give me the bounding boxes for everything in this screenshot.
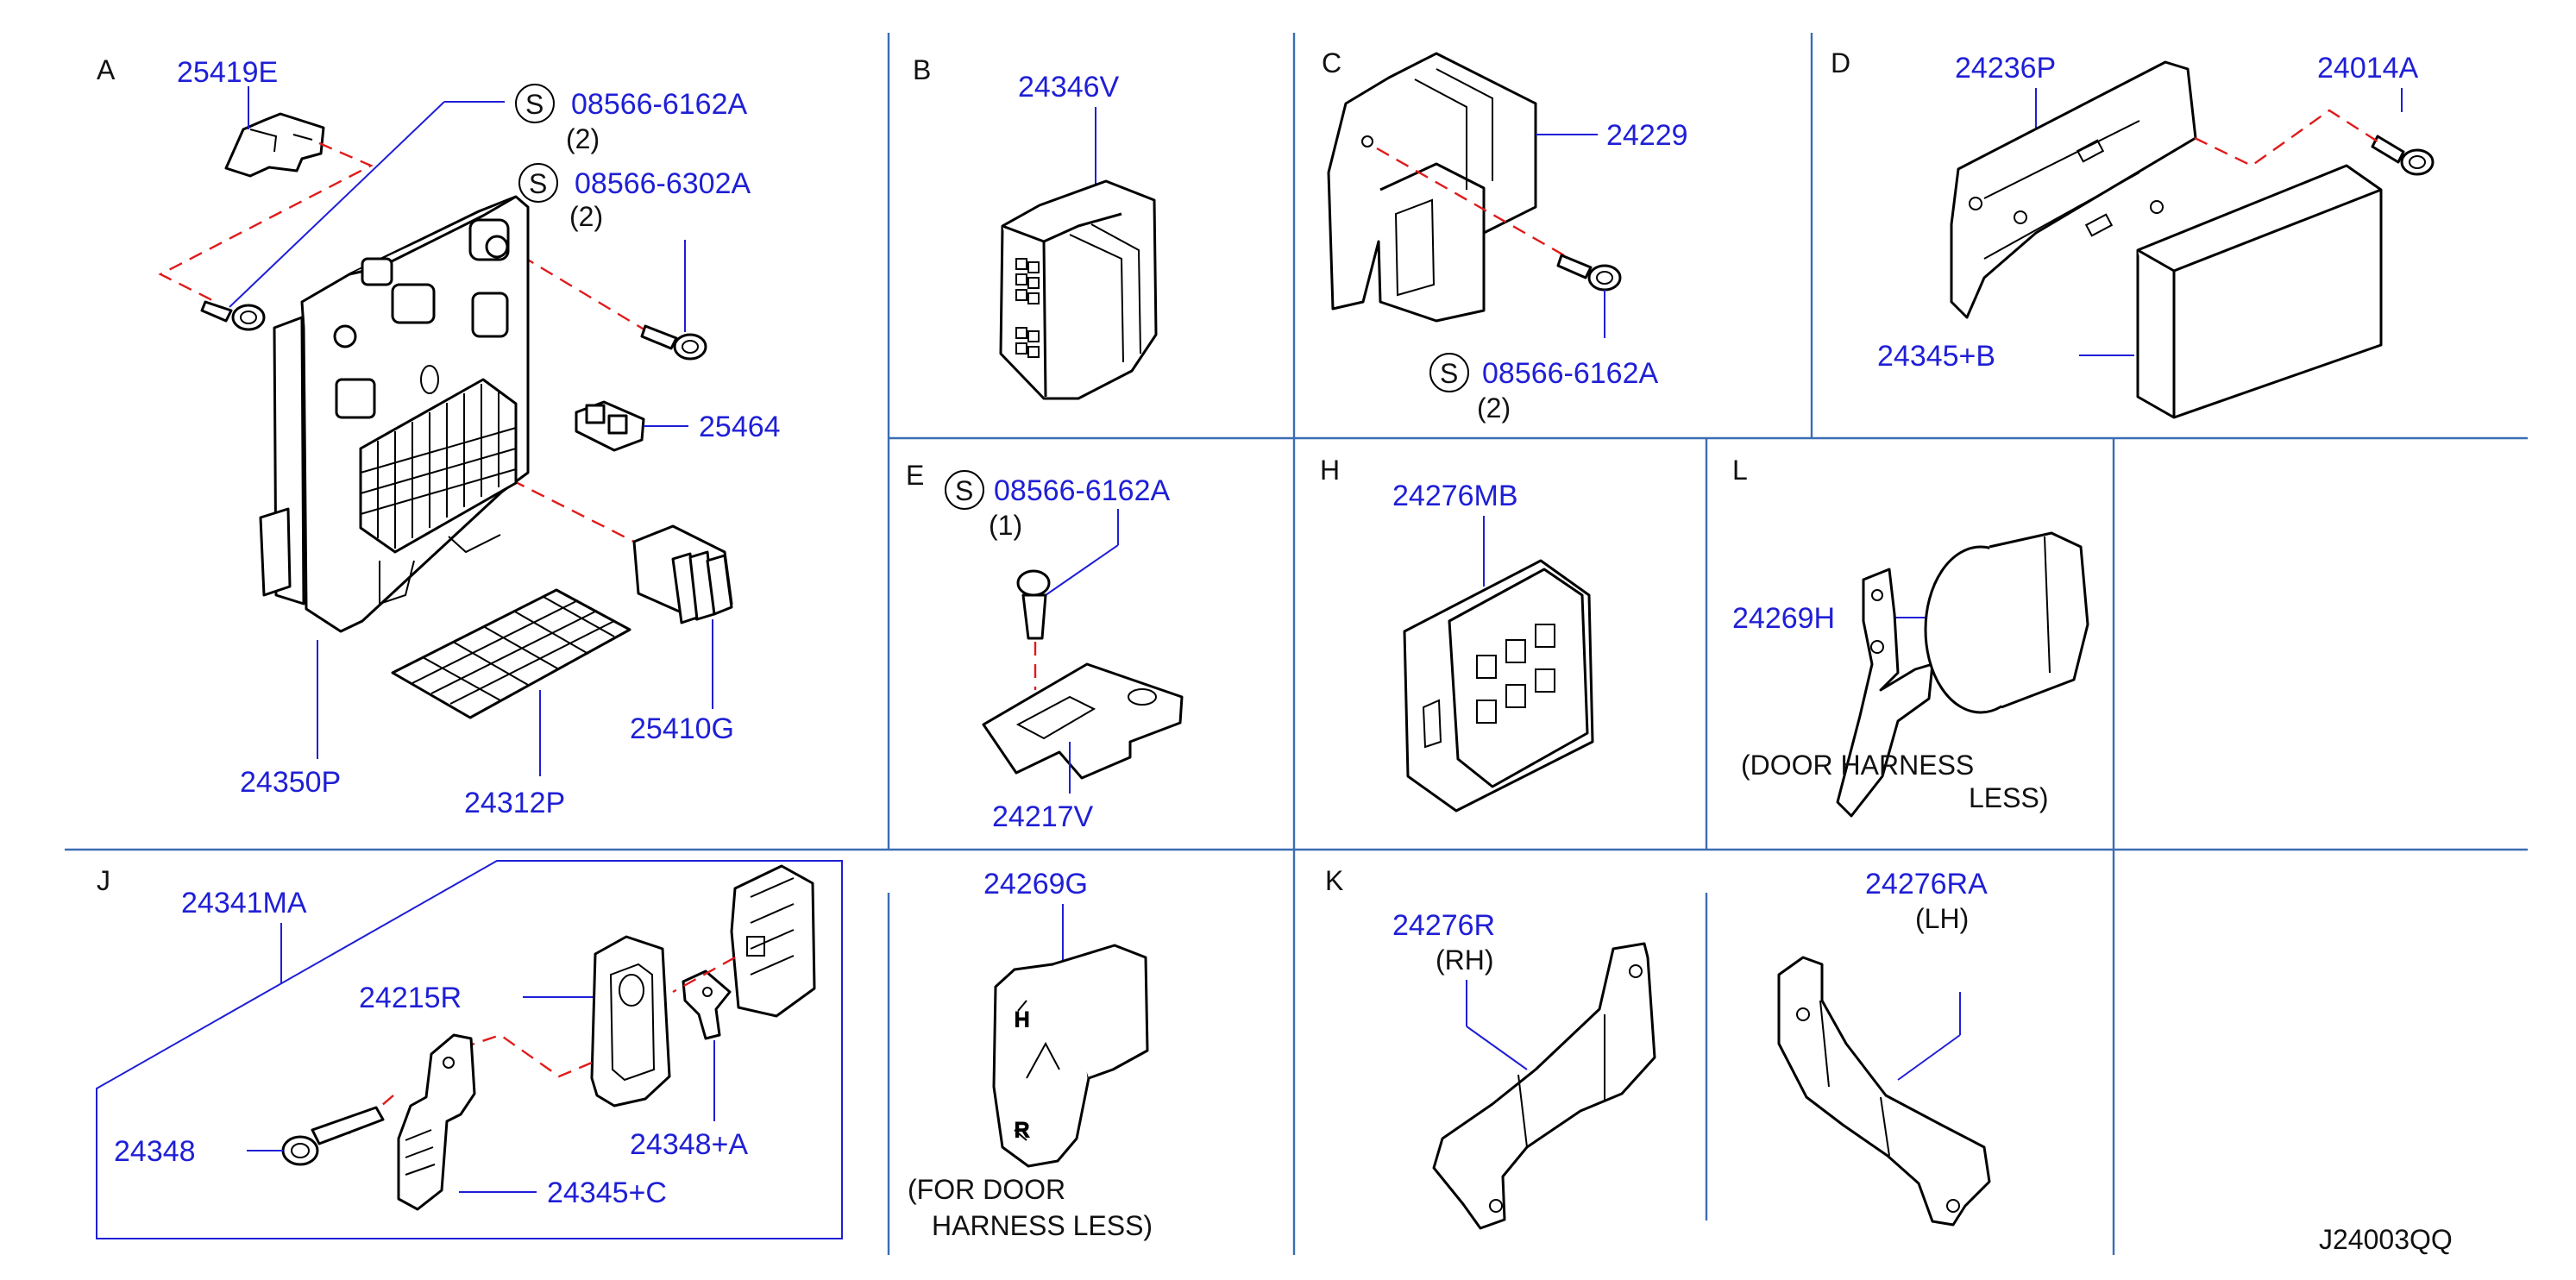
bracket-24276mb-drawing <box>1403 559 1594 813</box>
cover-24345b-drawing <box>2136 164 2383 419</box>
section-label-b: B <box>913 54 931 85</box>
connector-24346v-drawing <box>999 179 1158 400</box>
part-number-08566-6302a: 08566-6302A <box>575 167 751 200</box>
quantity-08566-6302a: (2) <box>569 201 603 232</box>
terminal-24348a-drawing <box>682 969 732 1040</box>
section-label-c: C <box>1322 47 1341 78</box>
part-number-24345b: 24345+B <box>1877 340 1995 373</box>
bracket-24236p-drawing <box>1950 60 2197 319</box>
screw-right-drawing <box>640 324 707 361</box>
section-label-j: J <box>97 865 110 896</box>
section-j: 24341MA 24215R 24348+A 24345+C <box>96 860 843 1239</box>
part-number-24346v: 24346V <box>1018 71 1120 104</box>
note-harness-less: HARNESS LESS) <box>932 1210 1153 1241</box>
section-l: 24269H (DOOR HARNESS LESS) <box>1732 531 2089 818</box>
screw-24014a-drawing <box>2371 135 2435 176</box>
bracket-j-drawing <box>397 1033 476 1211</box>
section-k: 24276R (RH) 24276RA (LH) <box>1392 868 1991 1230</box>
part-number-24341ma: 24341MA <box>181 887 307 919</box>
s-symbol-e: S <box>955 475 973 506</box>
section-24269g: 24269G H R (FOR DOOR HARNESS LESS) <box>908 868 1153 1241</box>
bracket-24276ra-drawing <box>1777 956 1991 1227</box>
part-number-24276mb: 24276MB <box>1392 480 1518 512</box>
bracket-24229-drawing <box>1327 52 1537 323</box>
grommet-24269h-drawing <box>1924 531 2089 714</box>
section-label-e: E <box>906 460 924 491</box>
part-number-24348: 24348 <box>114 1135 196 1168</box>
quantity-08566-6162a-e: (1) <box>989 510 1022 541</box>
part-number-24348a: 24348+A <box>630 1128 748 1161</box>
section-b: 24346V <box>999 71 1158 400</box>
section-label-h: H <box>1320 455 1340 486</box>
quantity-08566-6162a-c: (2) <box>1477 392 1511 424</box>
part-number-24350p: 24350P <box>240 766 341 799</box>
part-number-24215r: 24215R <box>359 982 462 1014</box>
section-h: 24276MB <box>1392 480 1594 813</box>
section-grid <box>65 33 2528 1255</box>
note-for-door: (FOR DOOR <box>908 1174 1065 1205</box>
mark-r-bottom: R <box>1015 1119 1029 1142</box>
part-number-08566-6162a-c: 08566-6162A <box>1482 357 1659 390</box>
screw-left-drawing <box>200 300 266 331</box>
s-symbol-2: S <box>529 168 547 199</box>
section-label-k: K <box>1325 865 1343 896</box>
part-number-24276r: 24276R <box>1392 909 1495 942</box>
part-number-25464: 25464 <box>699 411 781 443</box>
part-number-08566-6162a-e: 08566-6162A <box>994 474 1171 507</box>
section-a: 25419E S 08566-6162A (2) S 08566-6302A (… <box>158 56 781 819</box>
section-label-l: L <box>1732 455 1748 486</box>
connector-j-drawing <box>730 864 816 1018</box>
part-number-24217v: 24217V <box>992 800 1094 833</box>
section-label-a: A <box>97 54 116 85</box>
connector-25410g-drawing <box>632 524 733 624</box>
label-lh: (LH) <box>1915 903 1969 934</box>
grommet-24269g-drawing: H R <box>992 944 1149 1168</box>
part-number-24312p: 24312P <box>464 787 565 819</box>
note-door-harness: (DOOR HARNESS <box>1741 750 1974 781</box>
quantity-08566-6162a: (2) <box>566 123 600 154</box>
section-label-d: D <box>1831 47 1850 78</box>
part-number-25419e: 25419E <box>177 56 278 89</box>
fuse-block-24350p-drawing <box>259 195 530 633</box>
cover-24312p-drawing <box>391 588 631 719</box>
part-number-24014a: 24014A <box>2317 52 2419 85</box>
bracket-24269h-drawing <box>1836 568 1934 818</box>
section-c: 24229 S 08566-6162A (2) <box>1327 52 1688 424</box>
frame-24341ma <box>96 860 843 1239</box>
s-symbol-c: S <box>1440 358 1458 389</box>
note-less-l: LESS) <box>1969 782 2048 813</box>
section-e: S 08566-6162A (1) 24217V <box>945 470 1184 833</box>
label-rh: (RH) <box>1436 944 1494 976</box>
clip-24217v-drawing <box>982 662 1184 780</box>
part-number-24236p: 24236P <box>1955 52 2056 85</box>
screw-e-drawing <box>1016 569 1051 640</box>
part-number-24276ra: 24276RA <box>1865 868 1988 900</box>
part-number-24269h: 24269H <box>1732 602 1835 635</box>
bolt-24348-drawing <box>281 1106 385 1166</box>
section-d: 24236P 24014A 24345+B <box>1877 52 2435 419</box>
part-number-24345c: 24345+C <box>547 1176 667 1209</box>
diagram-code: J24003QQ <box>2319 1224 2453 1255</box>
bracket-24276r-drawing <box>1432 942 1656 1230</box>
part-number-24229: 24229 <box>1606 119 1688 152</box>
screw-c-drawing <box>1556 254 1622 292</box>
part-number-24269g: 24269G <box>983 868 1088 900</box>
fuse-25464-drawing <box>575 400 645 452</box>
holder-24215r-drawing <box>590 935 671 1107</box>
mark-h-top: H <box>1015 1008 1029 1032</box>
s-symbol-1: S <box>525 89 543 120</box>
part-number-25410g: 25410G <box>630 712 734 745</box>
part-number-08566-6162a: 08566-6162A <box>571 88 748 121</box>
